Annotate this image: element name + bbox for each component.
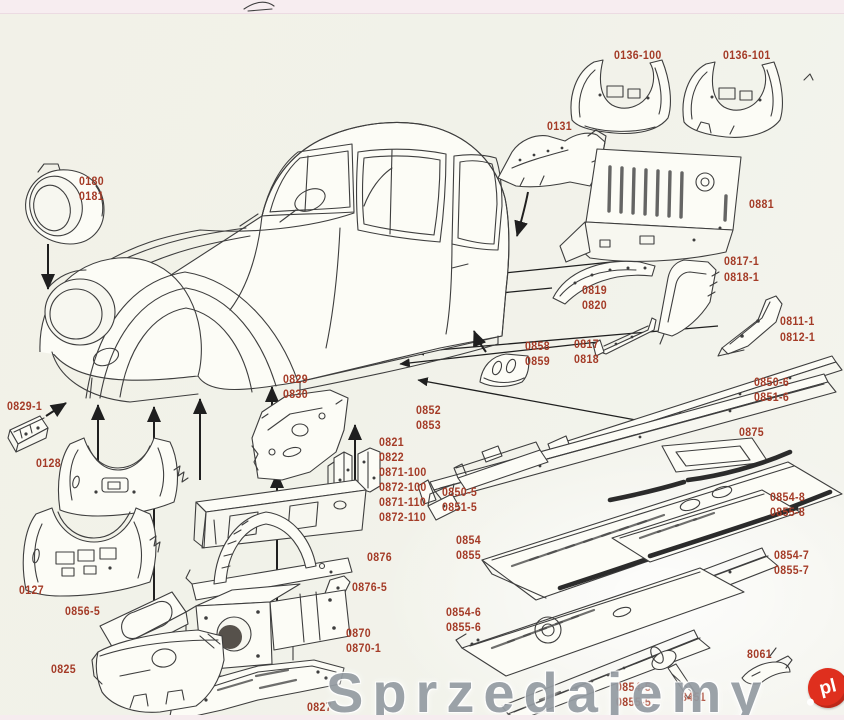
part-0180-headlight-bucket	[25, 163, 105, 290]
cutoff-fragment	[243, 1, 275, 12]
part-0136-100-panel	[570, 59, 671, 135]
scan-edge-bottom	[0, 715, 844, 720]
part-0825-apron	[91, 629, 225, 713]
part-0854-8-floor-section	[611, 489, 801, 563]
part-0817-1-panel	[657, 259, 720, 345]
car-body-illustration	[39, 121, 510, 403]
part-0136-101-panel	[682, 61, 783, 138]
part-0854-6-floor-section	[455, 567, 745, 677]
part-0819-channel	[552, 260, 656, 305]
part-plug-bolt	[650, 646, 697, 699]
part-0829-1-bracket	[7, 402, 67, 453]
part-0858-jack-plate	[473, 330, 530, 388]
part-0829-wheelhouse	[251, 389, 349, 481]
part-0850-5-channel-ends	[427, 441, 549, 521]
part-rear-cross-panel	[193, 479, 367, 549]
part-0811-1-bracket	[717, 295, 783, 357]
part-0131-bracket	[497, 129, 607, 237]
part-0881-floor-panel	[559, 148, 742, 263]
part-8061-pedal	[741, 647, 793, 685]
scan-edge-top	[0, 0, 844, 14]
part-0817-sill	[592, 317, 657, 357]
part-0128-front-panel	[57, 437, 189, 517]
part-0127-front-panel	[22, 507, 161, 597]
scan-artifact	[803, 73, 814, 81]
part-0821-brackets	[327, 447, 381, 500]
part-0875-battery-tray	[607, 437, 793, 503]
